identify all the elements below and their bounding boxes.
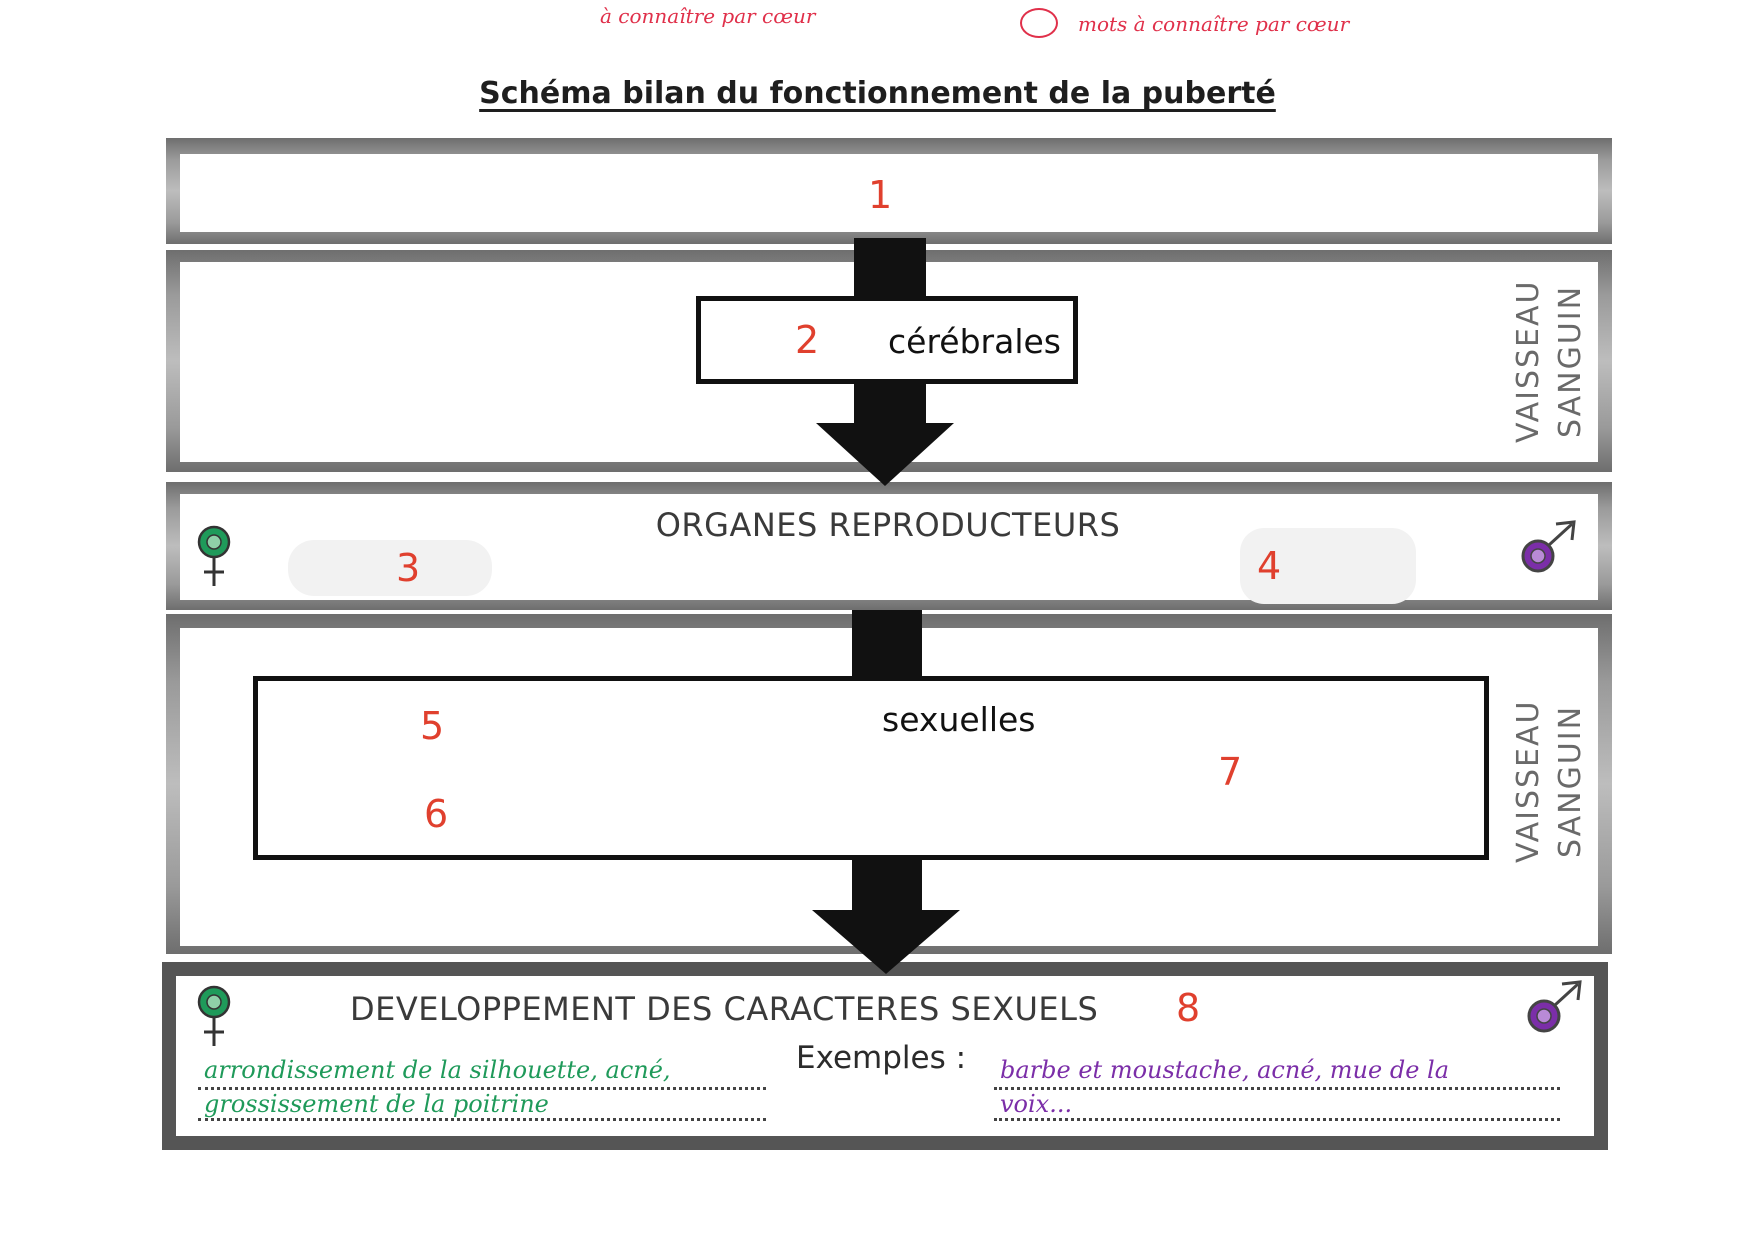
male-symbol-icon: [1521, 520, 1576, 573]
female-dotted-line-1: [198, 1087, 766, 1090]
blank-number-3: 3: [396, 546, 421, 590]
male-dotted-line-1: [994, 1087, 1560, 1090]
note-learn-by-heart: à connaître par cœur: [600, 4, 816, 28]
glands-label: cérébrales: [888, 322, 1061, 361]
female-symbol-icon: [197, 985, 231, 1046]
male-example-line-2: voix...: [1000, 1090, 1073, 1118]
erased-area-3: [288, 540, 492, 596]
panel-characters: [176, 976, 1594, 1136]
female-symbol-icon: [197, 525, 231, 586]
male-symbol-icon: [1527, 980, 1582, 1033]
characters-label: DEVELOPPEMENT DES CARACTERES SEXUELS: [350, 990, 1099, 1028]
page-title: Schéma bilan du fonctionnement de la pub…: [479, 76, 1276, 111]
note-words-by-heart: mots à connaître par cœur: [1078, 12, 1350, 36]
erased-area-4: [1240, 528, 1416, 604]
blank-number-1: 1: [868, 173, 893, 217]
blank-number-2: 2: [795, 318, 820, 362]
organs-label: ORGANES REPRODUCTEURS: [655, 506, 1121, 544]
panel-brain: [180, 154, 1598, 232]
female-example-line-1: arrondissement de la silhouette, acné,: [204, 1056, 671, 1084]
male-example-line-1: barbe et moustache, acné, mue de la: [1000, 1056, 1450, 1084]
hormones-box: [253, 676, 1489, 860]
blank-number-8: 8: [1176, 986, 1201, 1030]
male-dotted-line-2: [994, 1118, 1560, 1121]
examples-label: Exemples :: [796, 1040, 967, 1076]
glands-box: [696, 296, 1078, 384]
female-example-line-2: grossissement de la poitrine: [204, 1090, 549, 1118]
female-dotted-line-2: [198, 1118, 766, 1121]
blank-number-5: 5: [420, 704, 445, 748]
blank-number-4: 4: [1257, 544, 1282, 588]
hormones-label: sexuelles: [882, 700, 1036, 739]
circle-mark-icon: [1020, 8, 1058, 38]
blank-number-6: 6: [424, 792, 449, 836]
blank-number-7: 7: [1218, 750, 1243, 794]
